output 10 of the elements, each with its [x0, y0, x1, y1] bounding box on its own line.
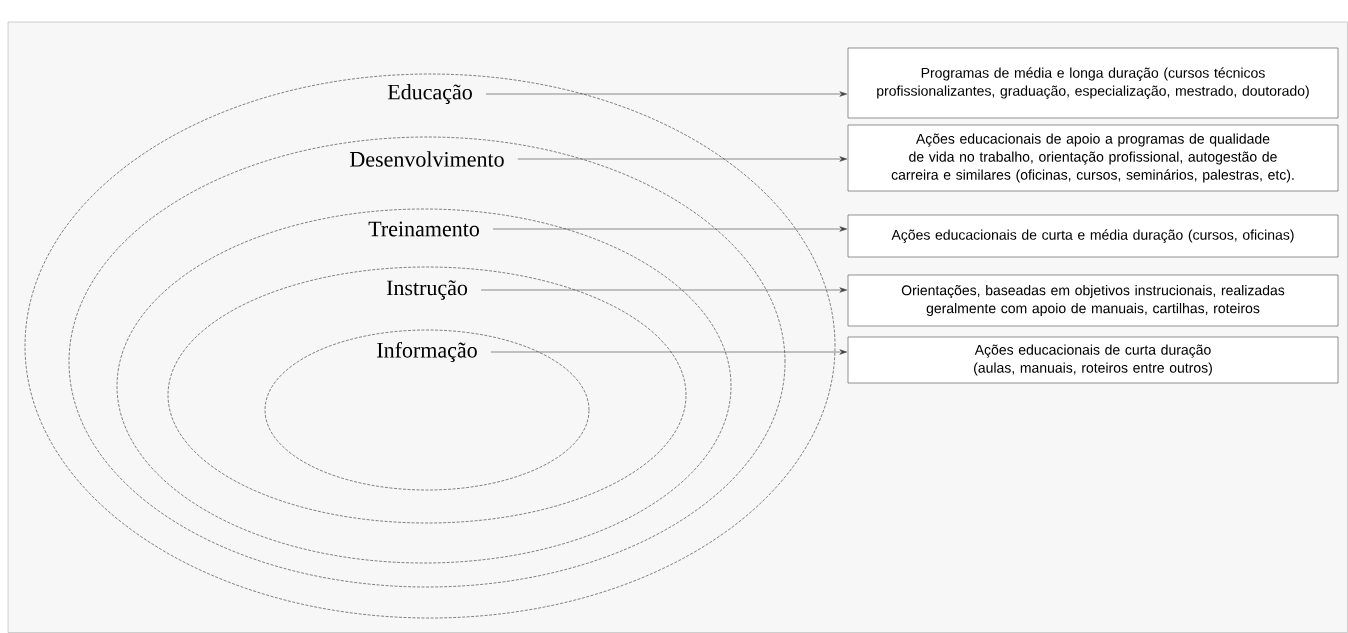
- arrow: [517, 156, 848, 162]
- description-box: Ações educacionais de curta duração (aulas, manuais, roteiros entre outros): [847, 336, 1339, 384]
- description-box: Orientações, baseadas em objetivos instrucionais, realizadas geralmente com apoio de manuais, cartilhas, roteiros: [847, 274, 1339, 327]
- description-box: Programas de média e longa duração (cursos técnicos profissionalizantes, graduação, especialização, mestrado, doutorado): [847, 47, 1339, 119]
- arrow: [480, 287, 848, 293]
- description-box: Ações educacionais de apoio a programas de qualidade de vida no trabalho, orientação profissional, autogestão de carreira e similares (oficinas, cursos, seminários, palestras, etc).: [847, 124, 1339, 192]
- arrow: [492, 226, 848, 232]
- arrow: [485, 91, 848, 97]
- arrow: [490, 349, 848, 355]
- description-box: Ações educacionais de curta e média duração (cursos, oficinas): [847, 214, 1339, 258]
